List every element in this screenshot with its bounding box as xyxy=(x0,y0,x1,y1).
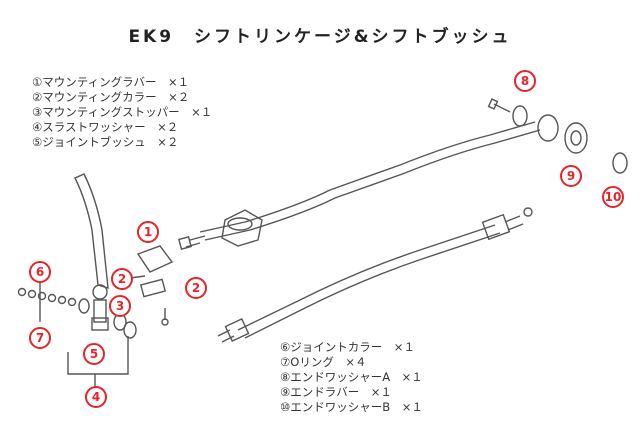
callout-6: 6 xyxy=(29,261,51,283)
part-item: ⑤ジョイントブッシュ ×２ xyxy=(32,135,179,149)
end-washer-b-shape xyxy=(612,152,628,174)
end-bushing-shape xyxy=(537,114,559,142)
part-item: ④スラストワッシャー ×２ xyxy=(32,120,179,134)
callout-4: 4 xyxy=(85,386,107,408)
part-item: ⑦Oリング ×４ xyxy=(280,355,367,369)
callout-8: 8 xyxy=(514,70,536,92)
shift-lever xyxy=(74,173,109,289)
end-washer-a-shape xyxy=(512,105,528,127)
callout-1: 1 xyxy=(137,221,159,243)
part-item: ⑧エンドワッシャーA ×１ xyxy=(280,370,423,384)
upper-shift-rod xyxy=(199,121,536,233)
mounting-rubber-shape xyxy=(136,245,174,273)
part-item: ②マウンティングカラー ×２ xyxy=(32,90,190,104)
callout-2b: 2 xyxy=(185,277,207,299)
lower-shift-rod xyxy=(237,224,496,331)
parts-list-top: ①マウンティングラバー ×１ ②マウンティングカラー ×２ ③マウンティングスト… xyxy=(32,75,212,150)
part-item: ①マウンティングラバー ×１ xyxy=(32,75,190,89)
callout-10: 10 xyxy=(602,186,624,208)
diagram-title: EK9 シフトリンケージ&シフトブッシュ xyxy=(128,27,512,47)
end-rubber-shape xyxy=(564,122,588,154)
part-item: ⑩エンドワッシャーB ×１ xyxy=(280,400,423,414)
part-item: ⑨エンドラバー ×１ xyxy=(280,385,392,399)
callout-5: 5 xyxy=(83,343,105,365)
upper-rod-bracket xyxy=(221,209,263,247)
part-item: ⑥ジョイントカラー ×１ xyxy=(280,340,415,354)
part-item: ③マウンティングストッパー ×１ xyxy=(32,105,213,119)
parts-list-bottom: ⑥ジョイントカラー ×１ ⑦Oリング ×４ ⑧エンドワッシャーA ×１ ⑨エンド… xyxy=(280,340,423,415)
callout-2a: 2 xyxy=(111,268,133,290)
callout-9: 9 xyxy=(560,165,582,187)
callout-3: 3 xyxy=(109,295,131,317)
callout-7: 7 xyxy=(29,327,51,349)
